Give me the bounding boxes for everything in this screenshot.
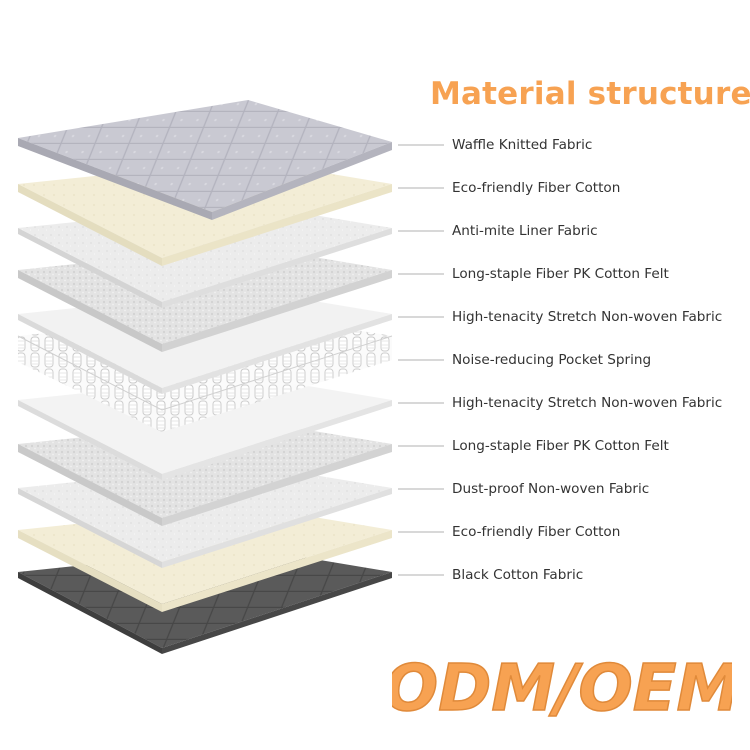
brand-text: ODM/OEM [392, 652, 732, 724]
layer-label-4: Long-staple Fiber PK Cotton Felt [398, 264, 669, 284]
leader-line [398, 187, 444, 189]
layer-label-10: Eco-friendly Fiber Cotton [398, 522, 620, 542]
layer-label-text: Anti-mite Liner Fabric [452, 223, 598, 239]
layer-label-text: High-tenacity Stretch Non-woven Fabric [452, 309, 723, 325]
leader-line [398, 316, 444, 318]
leader-line [398, 574, 444, 576]
layer-label-5: High-tenacity Stretch Non-woven Fabric [398, 307, 722, 327]
layer-label-text: Dust-proof Non-woven Fabric [452, 481, 650, 497]
layer-label-text: High-tenacity Stretch Non-woven Fabric [452, 395, 723, 411]
leader-line [398, 144, 444, 146]
leader-line [398, 488, 444, 490]
page-title: Material structure [430, 76, 750, 112]
layer-label-text: Eco-friendly Fiber Cotton [452, 524, 621, 540]
layer-label-11: Black Cotton Fabric [398, 565, 583, 585]
layer-label-8: Long-staple Fiber PK Cotton Felt [398, 436, 669, 456]
leader-line [398, 402, 444, 404]
leader-line [398, 359, 444, 361]
layer-label-text: Eco-friendly Fiber Cotton [452, 180, 621, 196]
layer-label-2: Eco-friendly Fiber Cotton [398, 178, 620, 198]
brand-logo: ODM/OEM [392, 651, 732, 724]
layer-label-text: Long-staple Fiber PK Cotton Felt [452, 438, 669, 454]
layer-label-3: Anti-mite Liner Fabric [398, 221, 598, 241]
layer-label-7: High-tenacity Stretch Non-woven Fabric [398, 393, 722, 413]
layer-label-text: Waffle Knitted Fabric [452, 137, 593, 153]
layer-label-text: Long-staple Fiber PK Cotton Felt [452, 266, 669, 282]
layer-label-1: Waffle Knitted Fabric [398, 135, 592, 155]
layer-label-9: Dust-proof Non-woven Fabric [398, 479, 649, 499]
leader-line [398, 230, 444, 232]
leader-line [398, 531, 444, 533]
layer-label-text: Black Cotton Fabric [452, 567, 584, 583]
leader-line [398, 445, 444, 447]
leader-line [398, 273, 444, 275]
layer-label-text: Noise-reducing Pocket Spring [452, 352, 652, 368]
layer-1-waffle-knitted [18, 100, 392, 220]
layer-label-6: Noise-reducing Pocket Spring [398, 350, 651, 370]
